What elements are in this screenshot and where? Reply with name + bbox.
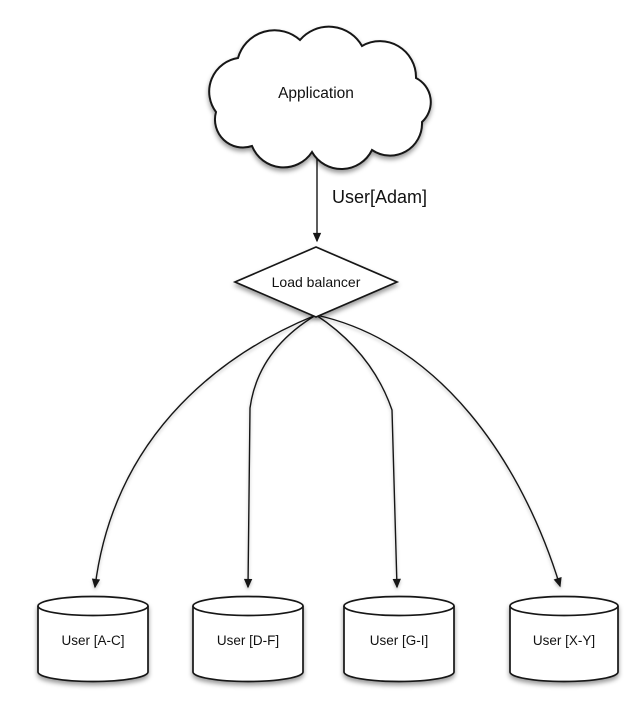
cylinder-body [343,606,455,683]
node-application: Application [208,25,432,171]
cylinder-body [509,606,619,683]
cylinder-top [192,595,304,617]
edge-load-balancer-to-db-x-y [315,314,562,588]
node-db-a-c: User [A-C] [37,595,149,683]
cylinder-body [37,606,149,683]
node-db-g-i: User [G-I] [343,595,455,683]
edge-load-balancer-to-db-g-i [315,314,401,589]
edge-load-balancer-to-db-a-c [91,314,317,589]
edge-label-user-adam: User[Adam] [332,187,427,207]
cylinder-body [192,606,304,683]
cylinder-top [509,595,619,617]
node-label-db-d-f: User [D-F] [217,633,279,648]
cylinder-top [343,595,455,617]
diamond-shape [232,246,400,318]
node-load-balancer: Load balancer [232,246,400,318]
node-label-db-g-i: User [G-I] [370,633,429,648]
node-db-x-y: User [X-Y] [509,595,619,683]
node-db-d-f: User [D-F] [192,595,304,683]
edge-application-to-load-balancer: User[Adam] [312,154,427,243]
node-label-load-balancer: Load balancer [272,274,361,290]
cloud-shape [208,25,432,171]
cylinder-top [37,595,149,617]
edge-group-load-balancer-to-shards [91,314,562,589]
node-label-application: Application [278,85,354,102]
edge-load-balancer-to-db-d-f [243,314,317,589]
node-label-db-x-y: User [X-Y] [533,633,595,648]
node-label-db-a-c: User [A-C] [61,633,124,648]
